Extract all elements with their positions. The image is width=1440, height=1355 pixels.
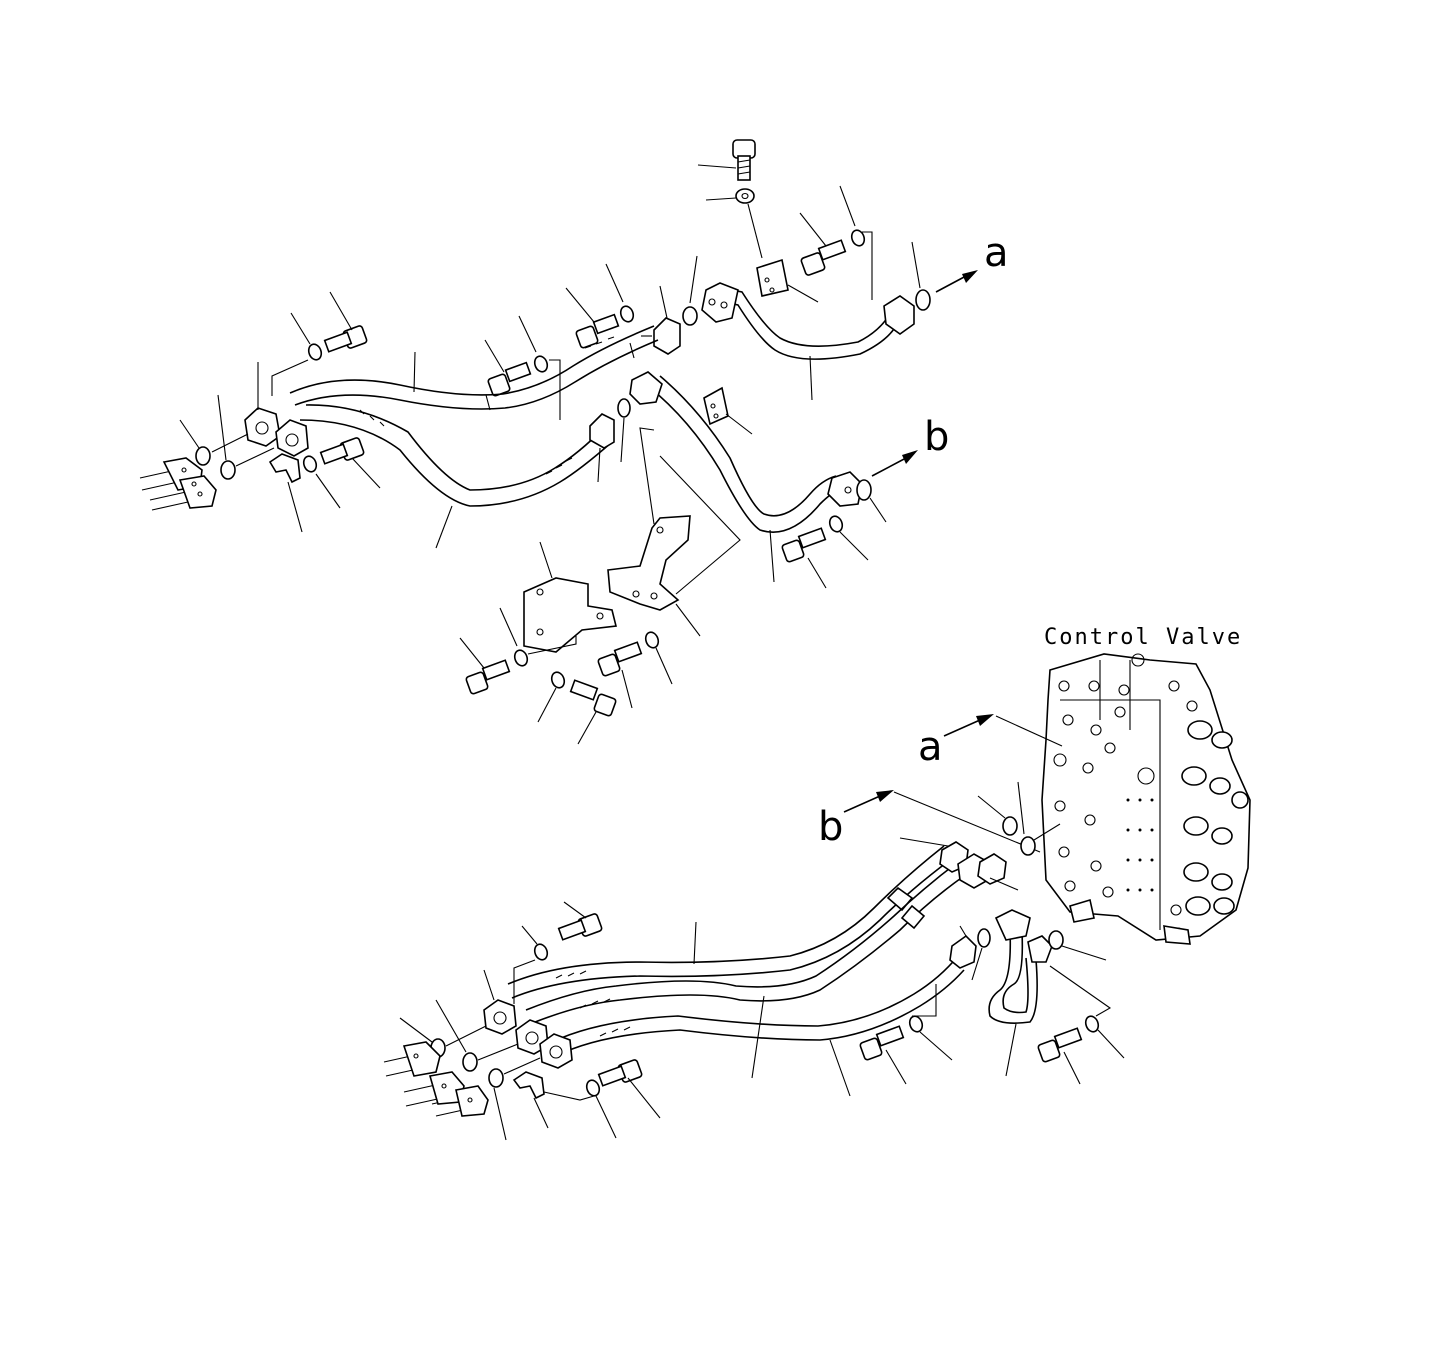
oring-mid-upper	[682, 255, 698, 326]
bolt-below-upper	[302, 437, 381, 509]
washer-lower-right-1	[908, 984, 953, 1061]
control-valve: Control Valve	[1041, 625, 1251, 945]
split-flange-lower	[512, 1071, 549, 1129]
port-stubs-upper	[139, 457, 217, 511]
left-flanges-lower	[483, 969, 573, 1069]
bolt-lower-upper	[557, 901, 603, 941]
bracket-left	[523, 541, 617, 653]
oring-lower-mid	[971, 928, 991, 981]
port-stubs-lower	[383, 1041, 489, 1117]
marker-a-lower: a	[918, 724, 943, 770]
steel-tube-a	[701, 282, 915, 401]
bolt-bracket-3	[569, 679, 617, 745]
orings-left-upper	[179, 394, 275, 480]
bolt-lower-left	[543, 1059, 661, 1139]
valve-end-flanges	[899, 837, 1019, 969]
oring-valve-lower	[1048, 930, 1107, 961]
hose2-right-flange	[589, 413, 615, 483]
hose-upper-2	[299, 404, 613, 549]
washer-mid-1	[605, 263, 635, 323]
bolt-bracket-2	[597, 641, 643, 709]
top-bolt	[697, 139, 756, 181]
washer-bracket-3	[537, 671, 566, 723]
arrow-a-lower: a	[918, 714, 1063, 770]
bolt-mid-2	[484, 339, 532, 397]
hose-lower-3	[551, 955, 965, 1097]
hose-upper-1	[289, 325, 659, 411]
bracket-right	[607, 427, 741, 637]
oring-b-upper	[856, 479, 887, 523]
marker-b-upper: b	[924, 414, 949, 460]
bolt-mid-1	[565, 287, 620, 349]
pipe-clamp-top	[756, 258, 819, 303]
oring-a-upper	[911, 241, 931, 311]
washer-bracket-1	[499, 607, 577, 667]
bolt-right-upper	[799, 212, 847, 276]
washer-mid-2	[518, 315, 561, 420]
curved-tube-lower	[988, 909, 1053, 1077]
washer-right-upper	[839, 185, 873, 300]
orings-valve-side	[977, 781, 1061, 856]
marker-a-upper: a	[984, 230, 1009, 276]
upper-assembly: a	[139, 139, 1009, 745]
pipe-clamp-mid	[703, 386, 753, 435]
arrow-b-lower: b	[818, 790, 1041, 853]
orings-left-lower	[399, 999, 541, 1141]
left-flange-upper	[244, 362, 309, 457]
washer-left-upper	[271, 312, 323, 396]
washer-tube-b	[828, 515, 869, 561]
split-flange-upper	[268, 453, 303, 533]
washer-lower-upper	[513, 925, 549, 1004]
bolt-bracket-1	[459, 637, 511, 695]
bolt-lower-right-2	[1037, 1027, 1083, 1085]
hose1-right-flange	[641, 285, 681, 355]
lower-assembly: a b	[383, 714, 1125, 1141]
hose-lower-2	[525, 861, 965, 1079]
bolt-left-upper	[323, 291, 368, 353]
marker-b-lower: b	[818, 804, 843, 850]
bolt-lower-right-1	[859, 1025, 907, 1085]
steel-tube-b	[629, 371, 863, 583]
washer-lower-right-2	[1049, 965, 1125, 1059]
top-washer	[705, 188, 763, 259]
bolt-tube-b	[781, 527, 827, 589]
control-valve-label: Control Valve	[1044, 625, 1242, 650]
valve-grid	[1126, 798, 1154, 892]
arrow-b-upper: b	[871, 414, 949, 477]
oring-center-upper	[617, 398, 631, 463]
valve-spools	[1181, 720, 1249, 916]
arrow-a-upper: a	[935, 230, 1009, 293]
washer-bracket-2	[644, 631, 673, 685]
